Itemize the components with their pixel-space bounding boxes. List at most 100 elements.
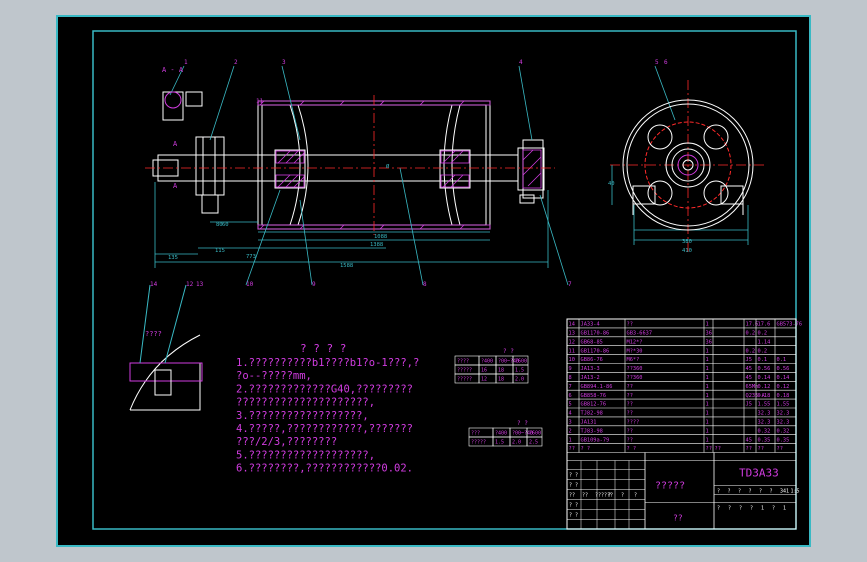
spec-table-1-cell: ?????: [457, 377, 472, 383]
bom-cell: 36: [706, 331, 712, 337]
bom-cell: 0.14: [777, 375, 790, 381]
bom-cell: ??: [627, 428, 633, 434]
bom-cell: ??: [706, 446, 712, 452]
bom-cell: Q235-A: [746, 393, 766, 399]
note-line: ?o--?????mm,: [236, 370, 312, 382]
bom-cell: 17.6: [746, 322, 759, 328]
scale-cell: ?: [717, 489, 720, 495]
revision-cell: ?: [621, 493, 624, 499]
note-line: ???/2/3,????????: [236, 436, 337, 448]
bom-cell: 45: [746, 437, 752, 443]
bom-cell: ? ?: [627, 446, 637, 452]
spec-table-2-cell: 2.0: [512, 440, 521, 446]
section-mark-bottom: A: [173, 182, 178, 190]
bom-cell: 9: [569, 366, 572, 372]
spec-table-1-cell: ?400: [481, 359, 493, 365]
bom-cell: J5: [746, 402, 752, 408]
bom-cell: 0.56: [777, 366, 790, 372]
bom-cell: M12*?: [627, 339, 643, 345]
dimension-9: 410: [682, 248, 692, 254]
bom-cell: 8: [569, 375, 572, 381]
bom-cell: 0.12: [777, 384, 790, 390]
bom-cell: 0.1: [758, 357, 768, 363]
spec-table-1-cell: 2.0: [515, 377, 524, 383]
left-end-disc: [289, 104, 301, 226]
spec-table-2-cell: ?600: [529, 431, 541, 437]
bom-cell: 0.56: [758, 366, 771, 372]
note-line: 1.??????????b1????b1?o-1???,?: [236, 357, 419, 369]
balloon-7: 7: [568, 281, 572, 288]
right-end-disc: [443, 104, 453, 226]
end-view-outer-circle: [622, 99, 754, 231]
bom-cell: TJ83-98: [581, 428, 603, 434]
bom-cell: ??: [627, 393, 633, 399]
spec-table-1-cell: ?600: [515, 359, 527, 365]
bom-cell: 3: [569, 420, 572, 426]
scale-cell: 341: [780, 489, 789, 495]
bom-cell: ??: [758, 446, 764, 452]
dimension-1: 115: [215, 248, 225, 254]
scale-cell: ?: [738, 489, 741, 495]
bom-cell: M?*30: [627, 348, 643, 354]
balloon-11: 11: [256, 98, 264, 105]
bom-cell: 0.12: [758, 384, 771, 390]
balloon-8: 8: [423, 281, 427, 288]
section-label: A - A: [162, 66, 184, 74]
bom-cell: 0.35: [777, 437, 790, 443]
bom-cell: JA13-3: [581, 366, 600, 372]
bom-cell: 12: [569, 339, 575, 345]
bom-cell: 0.2: [758, 348, 768, 354]
bom-cell: 65Mn: [746, 384, 759, 390]
side-label: ? ?: [569, 483, 578, 489]
bom-cell: 45: [746, 366, 752, 372]
bom-cell: GB858-76: [581, 393, 607, 399]
bom-cell: JA33-4: [581, 322, 600, 328]
bom-cell: 1.14: [758, 339, 771, 345]
bom-cell: 0.14: [758, 375, 771, 381]
bom-cell: 1: [706, 375, 709, 381]
bom-cell: GB3-6637: [627, 331, 653, 337]
spec-table-1-cell: 16: [481, 368, 487, 374]
bom-cell: ??: [627, 402, 633, 408]
bom-cell: 0.2: [758, 331, 768, 337]
spec-table-1-caption: ? ?: [503, 348, 514, 355]
bom-cell: 1: [706, 437, 709, 443]
bom-cell: 1.55: [777, 402, 790, 408]
spec-table-2-cell: ???: [471, 431, 480, 437]
technical-notes: ? ? ? ? 1.??????????b1????b1?o-1???,??o-…: [236, 342, 419, 475]
notes-title: ? ? ? ?: [300, 342, 346, 355]
drawing-name: ?????: [655, 481, 685, 492]
detail-label: ????: [145, 330, 162, 338]
dimension-10: 380: [682, 239, 692, 245]
spec-table-1-cell: 12: [481, 377, 487, 383]
bom-cell: M6*?: [627, 357, 640, 363]
bom-cell: 1: [706, 384, 709, 390]
revision-cell: ??????: [595, 493, 613, 499]
bom-cell: 4: [569, 411, 572, 417]
bom-cell: GB109a-79: [581, 437, 610, 443]
spec-table-1-cell: 1.5: [515, 368, 524, 374]
outer-border: [56, 15, 811, 547]
drawing-number: TD3A33: [739, 467, 779, 480]
sheet-cell: ?: [717, 506, 720, 512]
bom-cell: 17.6: [758, 322, 771, 328]
spec-table-2-cell: 2.5: [529, 440, 538, 446]
bom-cell: 6: [569, 393, 572, 399]
spec-table-1-cell: ?00~?40: [498, 359, 519, 365]
scale-cell: ?: [759, 489, 762, 495]
bom-cell: ??: [746, 446, 752, 452]
bom-cell: JA131: [581, 420, 597, 426]
sheet-cell: ?: [739, 506, 742, 512]
balloon-1: 1: [184, 59, 188, 66]
spec-table-1-cell: ?????: [457, 368, 472, 374]
bom-cell: JA13-2: [581, 375, 600, 381]
dimension-3: 1088: [374, 234, 387, 240]
bom-cell: 0.2: [746, 331, 756, 337]
spec-table-2-cell: ?00~?40: [512, 431, 533, 437]
bom-cell: 1: [706, 322, 709, 328]
dimension-2: 1388: [370, 242, 383, 248]
bom-cell: 1: [706, 348, 709, 354]
bom-cell: ??: [569, 446, 575, 452]
bom-cell: J5: [746, 357, 752, 363]
notes-lines: 1.??????????b1????b1?o-1???,??o--?????mm…: [236, 357, 419, 475]
